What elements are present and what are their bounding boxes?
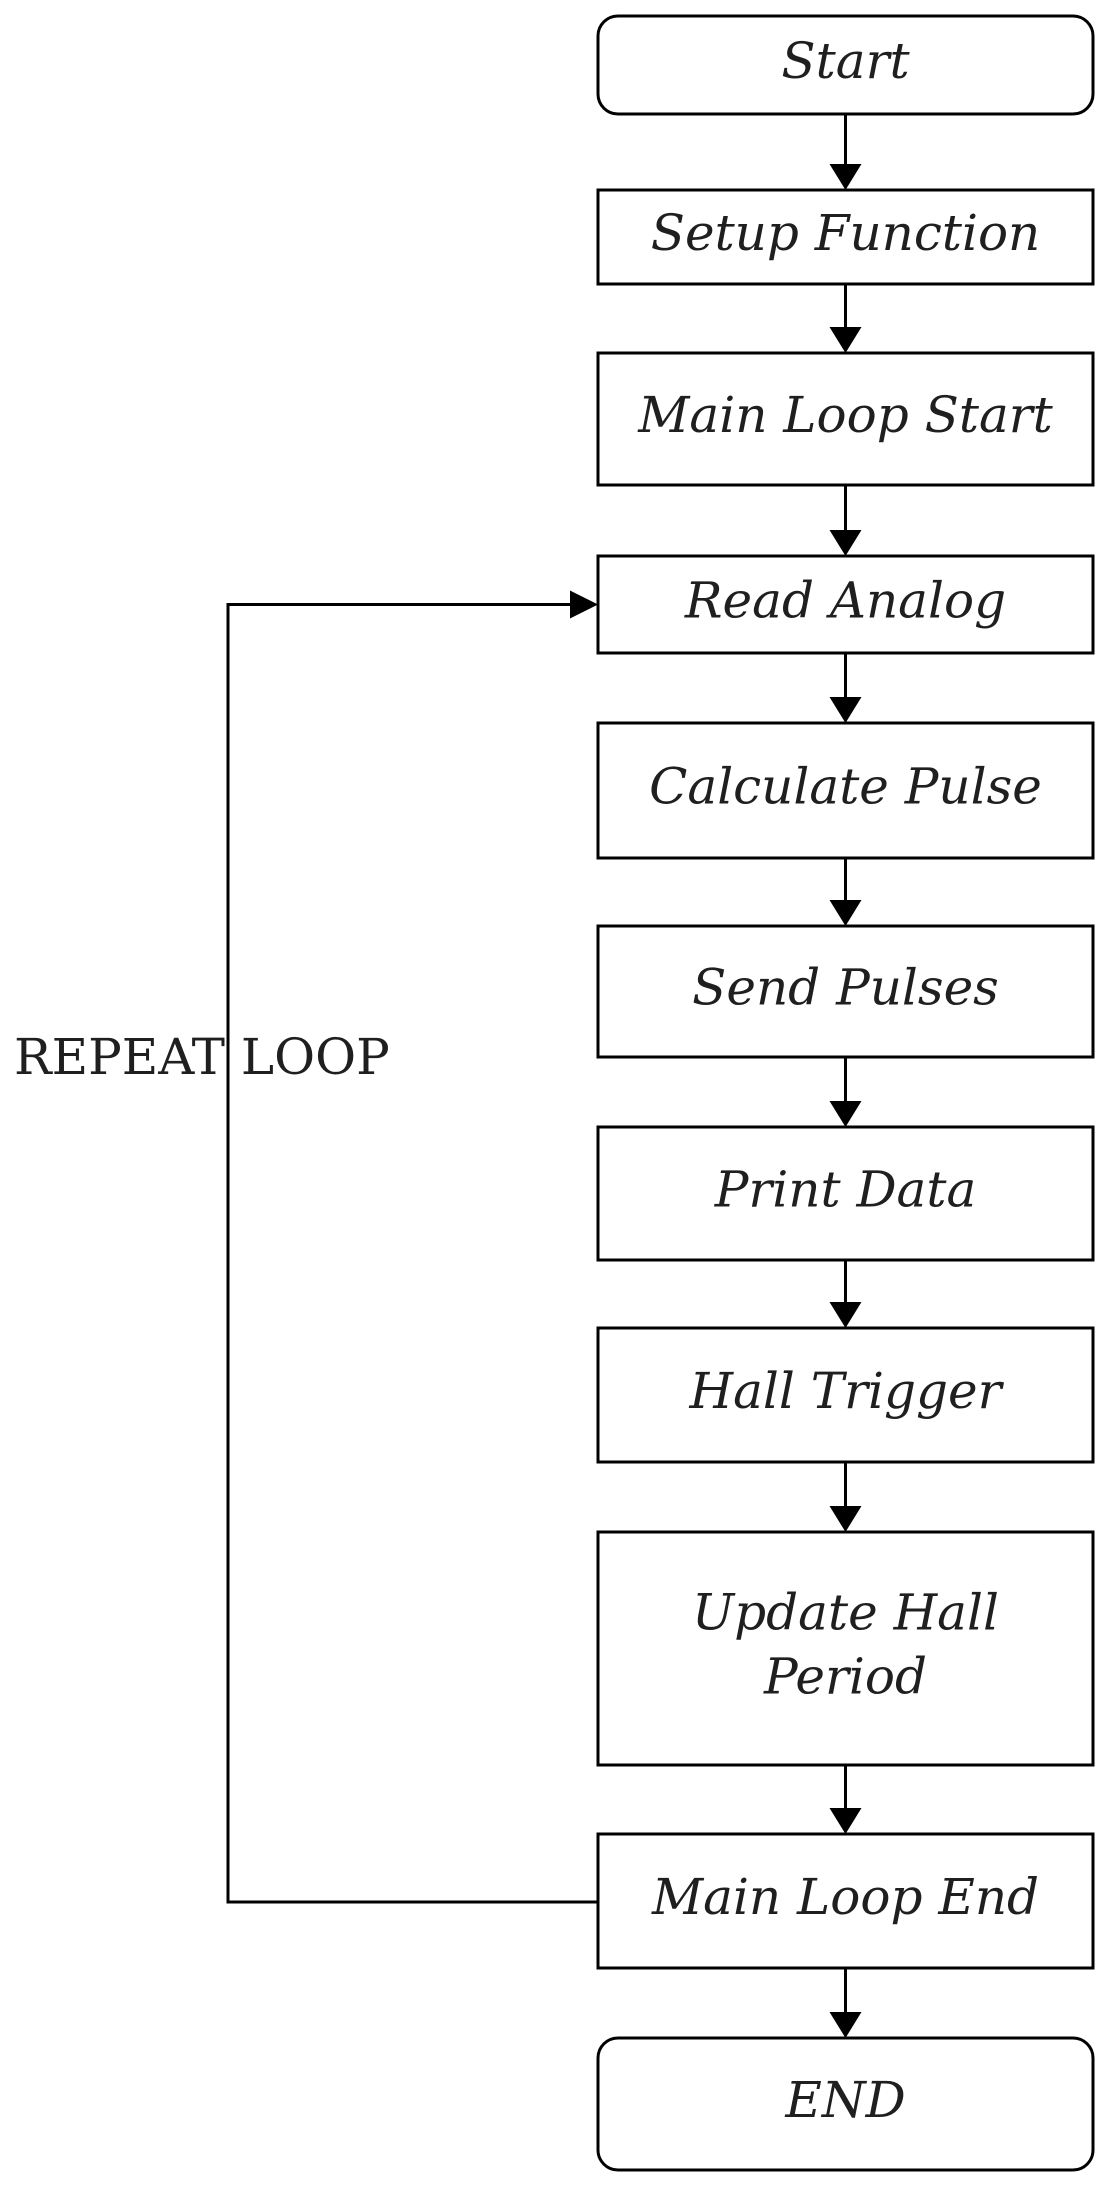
node-box-calculate-pulse [596, 721, 1095, 860]
node-print-data: Print Data [596, 1125, 1095, 1262]
node-label-end: END [784, 2071, 905, 2129]
node-main-loop-start: Main Loop Start [596, 351, 1095, 487]
node-hall-trigger: Hall Trigger [596, 1326, 1095, 1464]
node-box-main-loop-end [596, 1832, 1095, 1970]
node-end: END [596, 2036, 1095, 2172]
node-box-update-hall-period [596, 1530, 1095, 1767]
node-box-send-pulses [596, 924, 1095, 1059]
arrow-read-analog-to-calculate-pulse [829, 653, 862, 723]
node-main-loop-end: Main Loop End [596, 1832, 1095, 1970]
node-label-main-loop-end: Main Loop End [651, 1868, 1039, 1926]
node-label-hall-trigger: Hall Trigger [688, 1362, 1004, 1420]
node-label-start: Start [781, 32, 910, 90]
node-box-print-data [596, 1125, 1095, 1262]
arrow-calculate-pulse-to-send-pulses [829, 858, 862, 926]
arrow-setup-function-to-main-loop-start [829, 284, 862, 353]
arrow-send-pulses-to-print-data [829, 1057, 862, 1127]
node-start: Start [596, 14, 1095, 116]
arrow-main-loop-start-to-read-analog [829, 485, 862, 556]
node-label-read-analog: Read Analog [684, 572, 1006, 630]
node-read-analog: Read Analog [596, 554, 1095, 655]
node-box-main-loop-start [596, 351, 1095, 487]
node-label-main-loop-start: Main Loop Start [637, 386, 1053, 444]
node-calculate-pulse: Calculate Pulse [596, 721, 1095, 860]
arrow-update-hall-period-to-main-loop-end [829, 1765, 862, 1834]
edges-layer [829, 114, 862, 2038]
node-label-update-hall-period-line-1: Update Hall [692, 1584, 999, 1642]
node-box-end [596, 2036, 1095, 2172]
node-label-calculate-pulse: Calculate Pulse [649, 758, 1042, 816]
node-box-read-analog [596, 554, 1095, 655]
node-box-setup-function [596, 188, 1095, 286]
arrow-hall-trigger-to-update-hall-period [829, 1462, 862, 1532]
loop-back-arrow [226, 590, 598, 1904]
node-label-setup-function: Setup Function [651, 204, 1041, 262]
loop-layer: REPEAT LOOP [14, 590, 598, 1904]
node-setup-function: Setup Function [596, 188, 1095, 286]
arrow-start-to-setup-function [829, 114, 862, 190]
node-label-print-data: Print Data [714, 1161, 977, 1219]
node-send-pulses: Send Pulses [596, 924, 1095, 1059]
repeat-loop-label: REPEAT LOOP [14, 1028, 390, 1086]
node-box-start [596, 14, 1095, 116]
node-label-update-hall-period-line-2: Period [763, 1648, 927, 1706]
node-box-hall-trigger [596, 1326, 1095, 1464]
arrow-print-data-to-hall-trigger [829, 1260, 862, 1328]
arrow-main-loop-end-to-end [829, 1968, 862, 2038]
node-label-send-pulses: Send Pulses [692, 959, 999, 1017]
